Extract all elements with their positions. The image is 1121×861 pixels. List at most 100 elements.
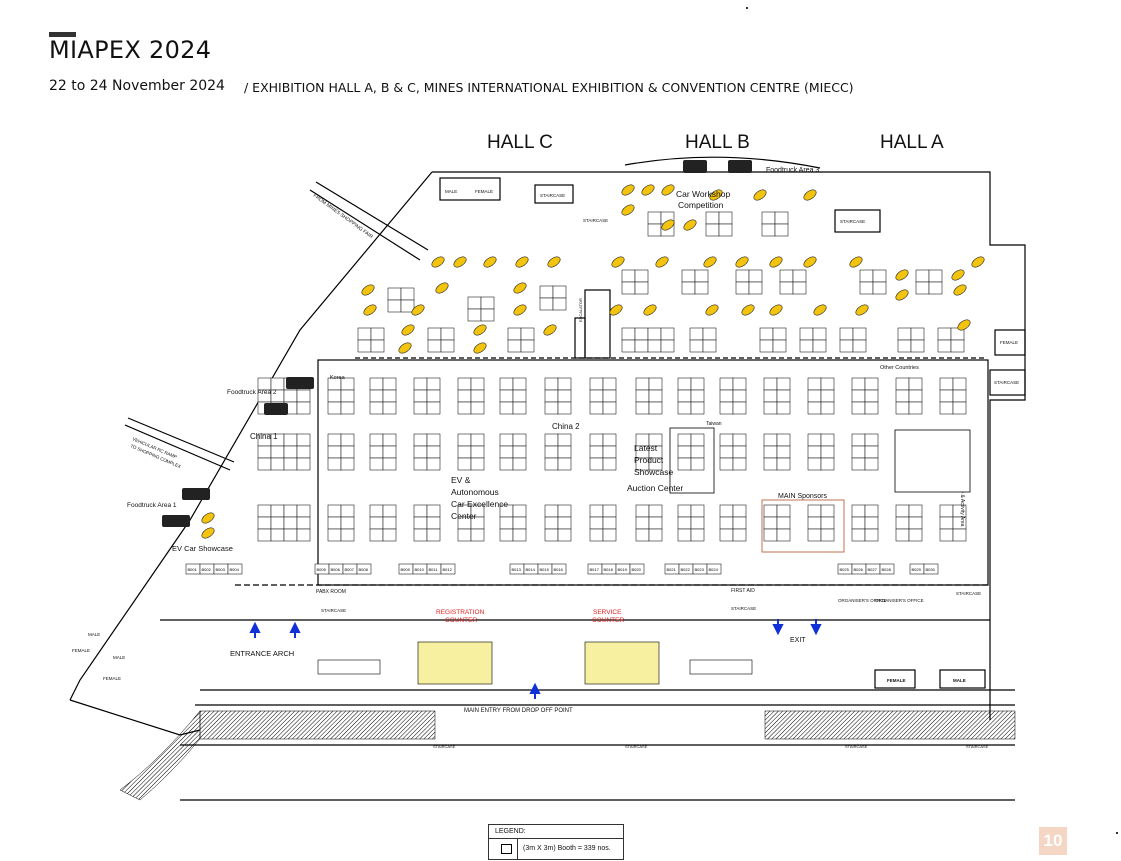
b-booth-label: B025 bbox=[840, 567, 850, 572]
booth bbox=[807, 389, 822, 403]
vehicular-ramp bbox=[124, 417, 235, 471]
booth bbox=[748, 269, 763, 283]
booth bbox=[457, 457, 472, 471]
staircase-mid-label: STAIRCASE bbox=[731, 606, 756, 611]
booth bbox=[382, 504, 397, 518]
booth bbox=[732, 516, 747, 530]
booth bbox=[776, 445, 791, 459]
booth bbox=[544, 457, 559, 471]
booth bbox=[660, 327, 675, 341]
booth bbox=[763, 516, 778, 530]
booth bbox=[457, 528, 472, 542]
b-booth-label: B013 bbox=[512, 567, 522, 572]
registration-counter-label-1: REGISTRATION bbox=[436, 609, 485, 616]
ev-center-label-3: Car Excellence bbox=[451, 499, 508, 509]
booth bbox=[557, 377, 572, 391]
booth bbox=[544, 528, 559, 542]
booth bbox=[327, 401, 342, 415]
ev-center-label-4: Center bbox=[451, 511, 477, 521]
booth bbox=[864, 528, 879, 542]
booth bbox=[426, 528, 441, 542]
booth bbox=[851, 377, 866, 391]
booth bbox=[512, 433, 527, 447]
ev-center-label-2: Autonomous bbox=[451, 487, 499, 497]
booth bbox=[296, 433, 311, 447]
booth bbox=[648, 504, 663, 518]
booth bbox=[283, 457, 298, 471]
car-icon bbox=[735, 256, 749, 268]
booth bbox=[270, 457, 285, 471]
booth bbox=[512, 401, 527, 415]
booth bbox=[908, 504, 923, 518]
booth bbox=[807, 504, 822, 518]
booth bbox=[270, 516, 285, 530]
booth bbox=[270, 528, 285, 542]
booth bbox=[589, 445, 604, 459]
b-booth bbox=[923, 563, 939, 575]
booth bbox=[470, 445, 485, 459]
booth bbox=[776, 516, 791, 530]
booth bbox=[851, 445, 866, 459]
booth bbox=[776, 433, 791, 447]
booth bbox=[602, 377, 617, 391]
booth bbox=[859, 269, 874, 283]
car-icon bbox=[515, 256, 529, 268]
car-icon bbox=[513, 282, 527, 294]
registration-area bbox=[417, 641, 493, 685]
booth bbox=[369, 433, 384, 447]
booth bbox=[852, 327, 867, 341]
legend-booth-text: (3m X 3m) Booth = 339 nos. bbox=[523, 845, 611, 852]
booth bbox=[864, 389, 879, 403]
booth bbox=[928, 269, 943, 283]
booth bbox=[950, 339, 965, 353]
booth bbox=[512, 504, 527, 518]
car-icon bbox=[803, 256, 817, 268]
booth bbox=[512, 516, 527, 530]
car-icon bbox=[453, 256, 467, 268]
booth bbox=[635, 389, 650, 403]
booth bbox=[512, 389, 527, 403]
staircase-hall-c-label: STAIRCASE bbox=[540, 193, 565, 198]
booth bbox=[621, 281, 636, 295]
booth bbox=[283, 445, 298, 459]
service-counter-label-2: COUNTER bbox=[592, 617, 624, 624]
staircase-hall-a-label: STAIRCASE bbox=[840, 219, 865, 224]
booth bbox=[690, 457, 705, 471]
foodtruck-icon bbox=[728, 160, 752, 173]
booth bbox=[470, 389, 485, 403]
booth bbox=[895, 504, 910, 518]
staircase-far-right-label: STAIRCASE bbox=[956, 591, 981, 596]
foodtruck-area-1-label: Foodtruck Area 1 bbox=[127, 502, 177, 509]
booth bbox=[719, 445, 734, 459]
booth bbox=[690, 401, 705, 415]
booth bbox=[719, 516, 734, 530]
service-area bbox=[584, 641, 660, 685]
booth bbox=[544, 445, 559, 459]
booth bbox=[382, 433, 397, 447]
booth bbox=[413, 445, 428, 459]
car-icon bbox=[705, 304, 719, 316]
car-icon bbox=[513, 304, 527, 316]
booth bbox=[872, 281, 887, 295]
booth bbox=[457, 433, 472, 447]
booth bbox=[520, 339, 535, 353]
from-mines-label: FROM MINES SHOPPING FAIR bbox=[312, 193, 374, 241]
booth bbox=[382, 528, 397, 542]
car-icon bbox=[703, 256, 717, 268]
foodtruck-icon bbox=[286, 377, 314, 389]
booth bbox=[557, 528, 572, 542]
booth bbox=[369, 457, 384, 471]
b-booth-label: B012 bbox=[443, 567, 453, 572]
booth bbox=[470, 528, 485, 542]
booth bbox=[413, 377, 428, 391]
car-icon bbox=[473, 324, 487, 336]
booth bbox=[732, 401, 747, 415]
booth bbox=[382, 457, 397, 471]
taiwan-label: Taiwan bbox=[706, 421, 722, 427]
booth bbox=[859, 281, 874, 295]
legend-box: LEGEND: (3m X 3m) Booth = 339 nos. bbox=[488, 824, 624, 860]
booth bbox=[660, 339, 675, 353]
latest-product-label-3: Showcase bbox=[634, 467, 673, 477]
b-booth bbox=[629, 563, 645, 575]
b-booth-label: B029 bbox=[912, 567, 922, 572]
